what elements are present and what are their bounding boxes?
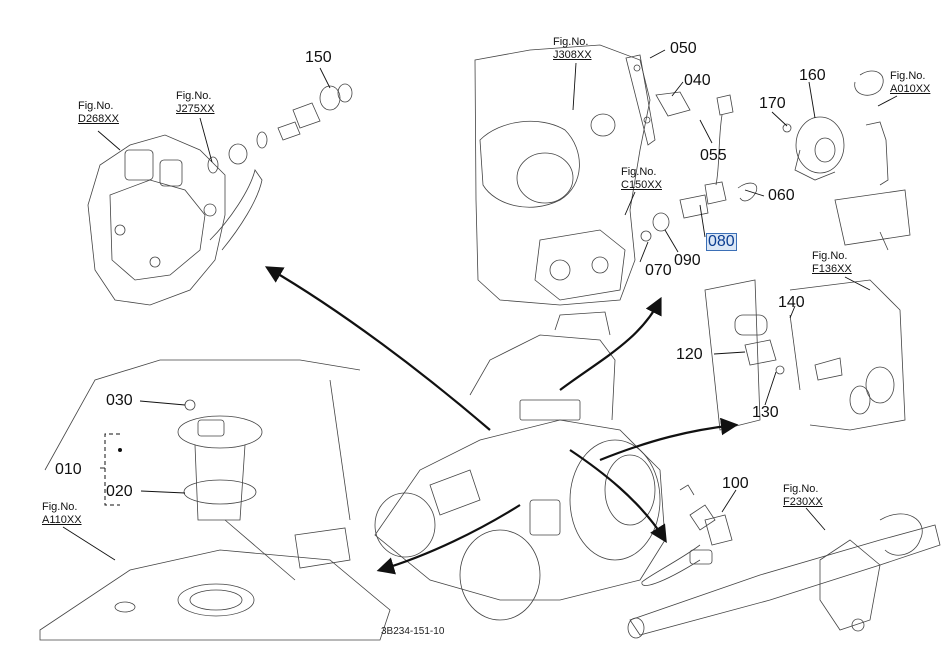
fig-ref-prefix: Fig.No. bbox=[621, 166, 657, 178]
leader-lines bbox=[62, 49, 898, 561]
part-label-060[interactable]: 060 bbox=[768, 187, 795, 204]
fig-ref-c150[interactable]: Fig.No. C150XX bbox=[621, 166, 662, 192]
part-label-100[interactable]: 100 bbox=[722, 475, 749, 492]
part-label-010[interactable]: 010 bbox=[55, 461, 82, 478]
fig-ref-j275[interactable]: Fig.No. J275XX bbox=[176, 90, 215, 116]
fig-ref-code[interactable]: J308XX bbox=[553, 49, 592, 61]
fig-ref-prefix: Fig.No. bbox=[783, 483, 819, 495]
part-label-130[interactable]: 130 bbox=[752, 404, 779, 421]
part-label-150[interactable]: 150 bbox=[305, 49, 332, 66]
part-label-160[interactable]: 160 bbox=[799, 67, 826, 84]
fig-ref-prefix: Fig.No. bbox=[78, 100, 114, 112]
fig-ref-a110[interactable]: Fig.No. A110XX bbox=[42, 501, 82, 527]
fig-ref-prefix: Fig.No. bbox=[553, 36, 589, 48]
fig-ref-code[interactable]: F136XX bbox=[812, 263, 852, 275]
part-label-090[interactable]: 090 bbox=[674, 252, 701, 269]
fig-ref-code[interactable]: D268XX bbox=[78, 113, 119, 125]
part-label-030[interactable]: 030 bbox=[106, 392, 133, 409]
fig-ref-prefix: Fig.No. bbox=[812, 250, 848, 262]
background-sketch bbox=[39, 44, 941, 641]
fig-ref-code[interactable]: C150XX bbox=[621, 179, 662, 191]
part-label-055[interactable]: 055 bbox=[700, 147, 727, 164]
fig-ref-code[interactable]: A110XX bbox=[42, 514, 82, 526]
callout-arrows bbox=[264, 266, 739, 575]
part-label-140[interactable]: 140 bbox=[778, 294, 805, 311]
fig-ref-prefix: Fig.No. bbox=[176, 90, 212, 102]
fig-ref-d268[interactable]: Fig.No. D268XX bbox=[78, 100, 119, 126]
part-label-120[interactable]: 120 bbox=[676, 346, 703, 363]
fig-ref-prefix: Fig.No. bbox=[890, 70, 926, 82]
fig-ref-f230[interactable]: Fig.No. F230XX bbox=[783, 483, 823, 509]
part-label-050[interactable]: 050 bbox=[670, 40, 697, 57]
fig-ref-code[interactable]: J275XX bbox=[176, 103, 215, 115]
fig-ref-code[interactable]: A010XX bbox=[890, 83, 931, 95]
part-label-170[interactable]: 170 bbox=[759, 95, 786, 112]
fig-ref-f136[interactable]: Fig.No. F136XX bbox=[812, 250, 852, 276]
fig-ref-a010[interactable]: Fig.No. A010XX bbox=[890, 70, 930, 96]
fig-ref-j308[interactable]: Fig.No. J308XX bbox=[553, 36, 592, 62]
fig-ref-code[interactable]: F230XX bbox=[783, 496, 823, 508]
group-bracket-010 bbox=[104, 433, 122, 506]
part-label-040[interactable]: 040 bbox=[684, 72, 711, 89]
part-label-070[interactable]: 070 bbox=[645, 262, 672, 279]
part-label-020[interactable]: 020 bbox=[106, 483, 133, 500]
drawing-number: 3B234-151-10 bbox=[381, 626, 445, 637]
fig-ref-prefix: Fig.No. bbox=[42, 501, 78, 513]
part-label-080-selected[interactable]: 080 bbox=[706, 233, 737, 251]
